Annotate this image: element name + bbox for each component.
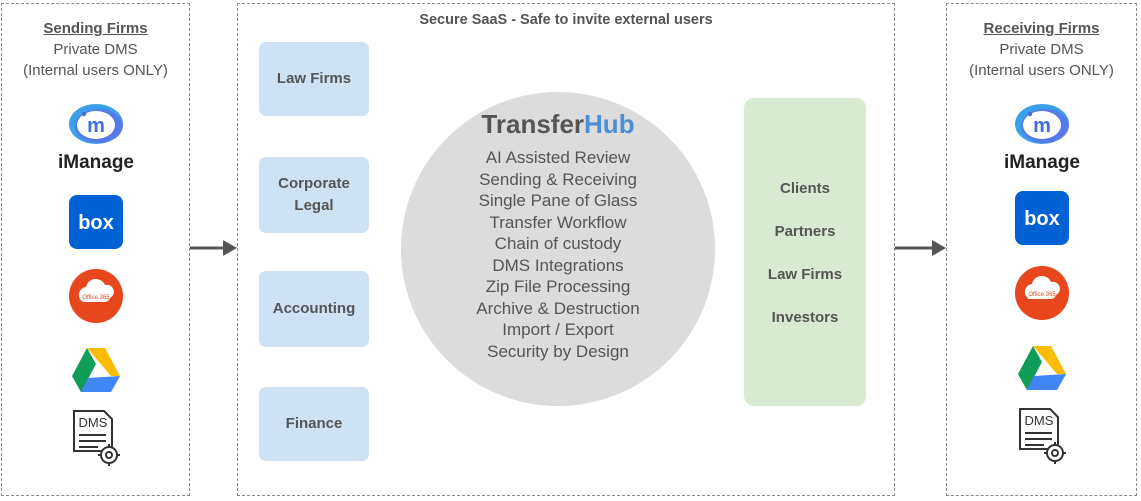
box-icon: box <box>68 194 124 255</box>
office365-icon: Office 365 <box>1013 264 1071 327</box>
box-icon: box <box>1014 190 1070 251</box>
send-arrow-icon <box>190 240 237 256</box>
svg-text:DMS: DMS <box>78 415 107 430</box>
firm-type-finance: Finance <box>259 387 369 461</box>
hub-feature: Import / Export <box>502 320 614 339</box>
external-user-partners: Partners <box>774 223 836 240</box>
sending-firms-header: Sending Firms Private DMS (Internal user… <box>2 18 189 81</box>
svg-text:m: m <box>87 115 105 137</box>
svg-text:iManage: iManage <box>57 152 133 173</box>
receiving-firms-note: (Internal users ONLY) <box>969 62 1114 79</box>
sending-firms-note: (Internal users ONLY) <box>23 62 168 79</box>
receiving-firms-title: Receiving Firms <box>983 20 1100 37</box>
hub-feature: Single Pane of Glass <box>478 191 638 210</box>
firm-type-accounting: Accounting <box>259 271 369 347</box>
hub-feature: Sending & Receiving <box>479 170 637 189</box>
external-user-investors: Investors <box>771 309 839 326</box>
google-drive-icon <box>70 346 122 399</box>
dms-icon: DMS <box>70 409 122 472</box>
sending-firms-subtitle: Private DMS <box>53 41 138 58</box>
external-users-box: Clients Partners Law Firms Investors <box>744 98 866 406</box>
secure-saas-panel: Secure SaaS - Safe to invite external us… <box>237 3 895 496</box>
imanage-icon: m iManage <box>56 102 136 179</box>
svg-text:m: m <box>1033 115 1051 137</box>
hub-feature: Chain of custody <box>494 234 622 253</box>
sending-firms-title: Sending Firms <box>43 20 148 37</box>
receiving-firms-panel: Receiving Firms Private DMS (Internal us… <box>946 3 1137 496</box>
svg-text:iManage: iManage <box>1003 152 1079 173</box>
hub-feature: Zip File Processing <box>485 277 631 296</box>
receive-arrow-icon <box>895 240 946 256</box>
sending-firms-panel: Sending Firms Private DMS (Internal user… <box>1 3 190 496</box>
receiving-firms-subtitle: Private DMS <box>999 41 1084 58</box>
office365-icon: Office 365 <box>67 267 125 330</box>
svg-text:box: box <box>1024 208 1060 230</box>
transferhub-circle <box>401 92 715 406</box>
external-user-law-firms: Law Firms <box>767 266 843 283</box>
hub-feature: Transfer Workflow <box>489 213 627 232</box>
hub-feature: AI Assisted Review <box>485 148 631 167</box>
hub-feature: Security by Design <box>487 342 629 361</box>
receiving-firms-header: Receiving Firms Private DMS (Internal us… <box>947 18 1136 81</box>
external-user-clients: Clients <box>779 180 830 197</box>
svg-text:DMS: DMS <box>1024 413 1053 428</box>
svg-text:box: box <box>78 212 114 234</box>
transferhub-title: TransferHub <box>481 109 635 139</box>
firm-type-law-firms: Law Firms <box>259 42 369 116</box>
hub-feature: DMS Integrations <box>492 256 624 275</box>
svg-text:Office 365: Office 365 <box>1028 292 1056 298</box>
dms-icon: DMS <box>1016 407 1068 470</box>
svg-text:Office 365: Office 365 <box>82 295 110 301</box>
imanage-icon: m iManage <box>1002 102 1082 179</box>
firm-type-corporate-legal: Corporate Legal <box>259 157 369 233</box>
google-drive-icon <box>1016 344 1068 397</box>
secure-saas-title: Secure SaaS - Safe to invite external us… <box>419 12 713 28</box>
hub-feature: Archive & Destruction <box>476 299 640 318</box>
